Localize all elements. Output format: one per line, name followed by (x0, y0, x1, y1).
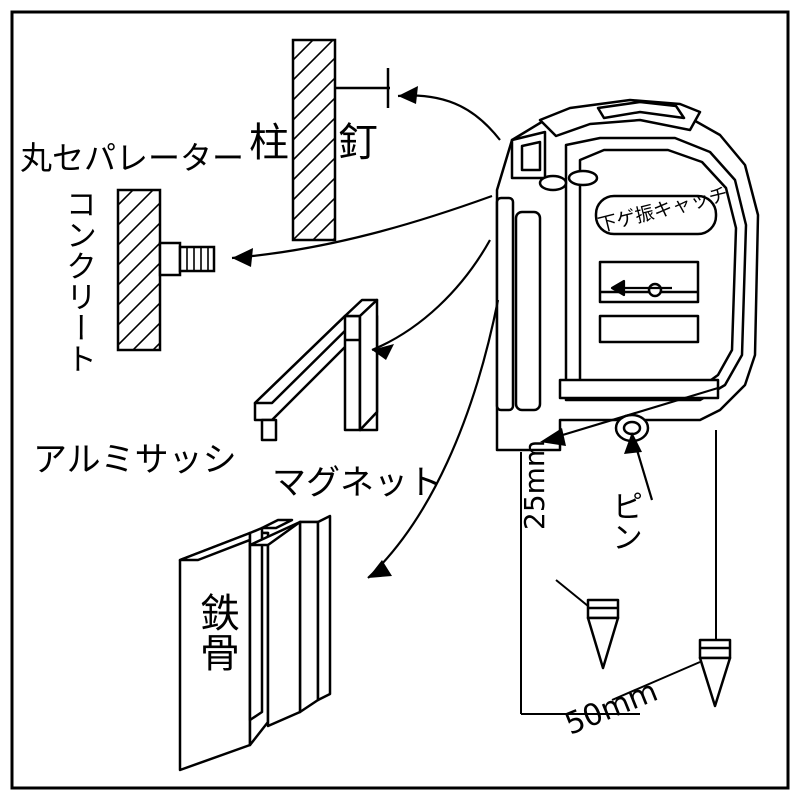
label-magnet: マグネット (272, 463, 442, 503)
label-pin: ピン (606, 490, 642, 552)
label-hashira: 柱 (249, 120, 289, 166)
label-alumi-sash: アルミサッシ (33, 440, 237, 480)
separator-bolt (158, 241, 216, 277)
label-kugi: 釘 (338, 120, 378, 166)
plumb-bob-right (698, 638, 732, 708)
label-tekkotsu: 鉄骨 (193, 592, 239, 672)
plumb-lines (520, 430, 717, 715)
plumb-bob-left (586, 598, 620, 670)
aluminum-sash-shape (253, 298, 379, 442)
nail-shape (335, 68, 390, 108)
label-concrete: コンクリート (60, 188, 96, 374)
dim-50-leader (611, 661, 701, 701)
callout-arrows (231, 86, 654, 579)
device-inner-arrow (540, 386, 719, 446)
concrete-hatched-wall (116, 188, 162, 352)
line-reel-device (495, 98, 760, 452)
label-maru-separator: 丸セパレーター (20, 139, 245, 177)
steel-frame-shape (178, 514, 332, 772)
label-dim-25mm: 25mm (518, 439, 551, 530)
dim-25-leader (555, 579, 589, 607)
post-hatched-wall (291, 38, 337, 242)
